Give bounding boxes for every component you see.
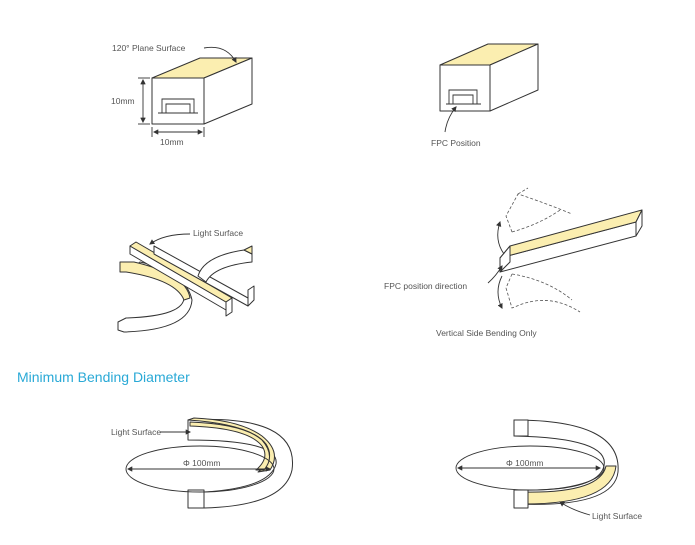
height-label: 10mm	[111, 96, 135, 106]
width-label: 10mm	[160, 137, 184, 147]
plane-surface-label: 120° Plane Surface	[112, 43, 186, 53]
profile-front	[439, 64, 491, 112]
fpc-direction-leader	[487, 265, 503, 284]
min-bend-right-drawing: Φ 100mm Light Surface	[455, 419, 642, 521]
fpc-position-label: FPC Position	[431, 138, 481, 148]
fpc-leader	[444, 106, 457, 133]
ghost-bend-up	[505, 187, 573, 233]
profile-front	[151, 77, 205, 125]
light-surface-label: Light Surface	[111, 427, 161, 437]
diameter-label: Φ 100mm	[506, 458, 544, 468]
fpc-slot	[446, 89, 481, 105]
vertical-bending-label: Vertical Side Bending Only	[436, 328, 537, 338]
profile-drawing: 120° Plane Surface 10mm 10mm	[111, 43, 253, 147]
bend-down-arrow	[497, 275, 503, 309]
fpc-slot	[158, 98, 198, 114]
right-curve	[197, 249, 253, 283]
vertical-bending-drawing: FPC position direction Vertical Side Ben…	[384, 187, 643, 338]
bend-top-end	[513, 419, 529, 437]
diameter-circle	[455, 445, 605, 491]
light-surface-leader	[559, 501, 591, 516]
section-title: Minimum Bending Diameter	[17, 369, 190, 385]
bend-up-arrow	[496, 220, 505, 255]
plane-surface-leader	[203, 46, 237, 63]
light-surface-bending-drawing: Light Surface	[117, 228, 255, 333]
light-surface-label: Light Surface	[592, 511, 642, 521]
light-surface-leader	[149, 233, 191, 245]
light-surface-label: Light Surface	[193, 228, 243, 238]
fpc-direction-label: FPC position direction	[384, 281, 467, 291]
ghost-bend-down	[505, 273, 581, 313]
min-bend-left-drawing: Light Surface Φ 100mm	[111, 417, 294, 509]
bend-end	[187, 489, 205, 509]
fpc-position-drawing: FPC Position	[431, 43, 539, 148]
diameter-label: Φ 100mm	[183, 458, 221, 468]
diameter-circle	[125, 445, 275, 493]
bend-bottom-end	[513, 489, 529, 509]
